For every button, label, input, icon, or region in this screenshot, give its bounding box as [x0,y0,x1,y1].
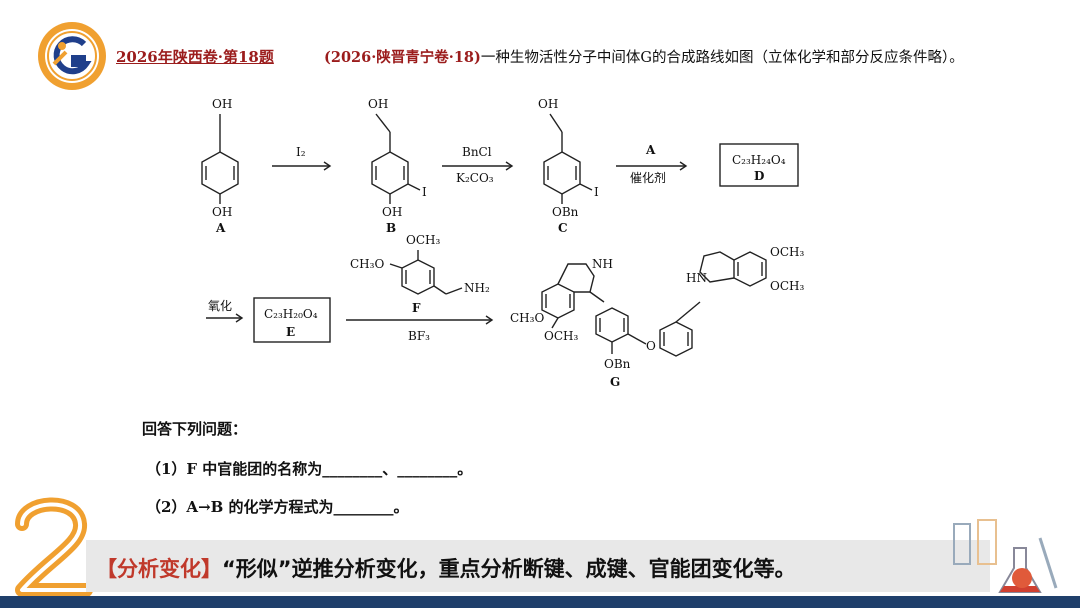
analysis-banner-text: 【分析变化】“形似”逆推分析变化，重点分析断键、成键、官能团变化等。 [96,553,796,583]
compound-g-structure [541,251,767,357]
compound-c-structure [543,113,593,204]
reagent-catalyst: 催化剂 [630,170,666,185]
group-ch3o: CH₃O [510,311,544,325]
question-1: （1）F 中官能团的名称为________、________。 [146,460,473,478]
group-oh: OH [212,97,232,111]
label-b: B [386,221,396,235]
group-och3: OCH₃ [406,233,440,247]
label-f: F [412,301,421,315]
group-oh: OH [538,97,558,111]
footer-bar [0,596,1080,608]
label-a: A [215,221,226,235]
group-nh2: NH₂ [464,281,490,295]
lab-flask-icon [953,519,1058,593]
formula-d: C₂₃H₂₄O₄ [732,153,786,167]
group-obn: OBn [604,357,631,371]
group-ch3o: CH₃O [350,257,384,271]
problem-statement: (2026·陕晋青宁卷·18)一种生物活性分子中间体G的合成路线如图（立体化学和… [324,46,964,67]
reagent-a: A [645,143,656,157]
group-oh: OH [382,205,402,219]
group-o: O [646,339,656,353]
formula-e: C₂₃H₂₀O₄ [264,307,318,321]
group-oh: OH [212,205,232,219]
analysis-text: “形似”逆推分析变化，重点分析断键、成键、官能团变化等。 [222,557,796,581]
reagent-oxidation: 氧化 [208,299,232,313]
reagent-k2co3: K₂CO₃ [456,171,494,185]
label-d: D [754,169,764,183]
synthesis-route-figure: OH OH A OH I OH B OH I OBn C I₂ BnCl K₂C… [201,97,804,389]
label-c: C [558,221,568,235]
group-obn: OBn [552,205,579,219]
analysis-banner [86,540,990,592]
group-i: I [422,185,427,199]
group-hn: HN [686,271,707,285]
label-e: E [286,325,295,339]
group-och3: OCH₃ [770,279,804,293]
questions-intro: 回答下列问题： [142,420,248,438]
compound-a-structure [201,114,239,204]
group-och3: OCH₃ [544,329,578,343]
analysis-tag: 【分析变化】 [96,557,222,581]
group-oh: OH [368,97,388,111]
reagent-bncl: BnCl [462,145,492,159]
question-2: （2）A→B 的化学方程式为________。 [146,498,409,516]
question-badge: 2026年陕西卷·第18题 [116,48,274,66]
label-g: G [610,375,620,389]
reagent-bf3: BF₃ [408,329,430,343]
problem-text: 一种生物活性分子中间体G的合成路线如图（立体化学和部分反应条件略）。 [480,50,964,66]
reagent-i2: I₂ [296,145,306,159]
school-logo-icon [38,22,106,90]
group-i: I [594,185,599,199]
number-2-icon [15,497,93,597]
compound-b-structure [371,113,421,204]
group-och3: OCH₃ [770,245,804,259]
group-nh: NH [592,257,613,271]
compound-f-structure [389,250,463,295]
problem-source: (2026·陕晋青宁卷·18) [324,49,481,66]
